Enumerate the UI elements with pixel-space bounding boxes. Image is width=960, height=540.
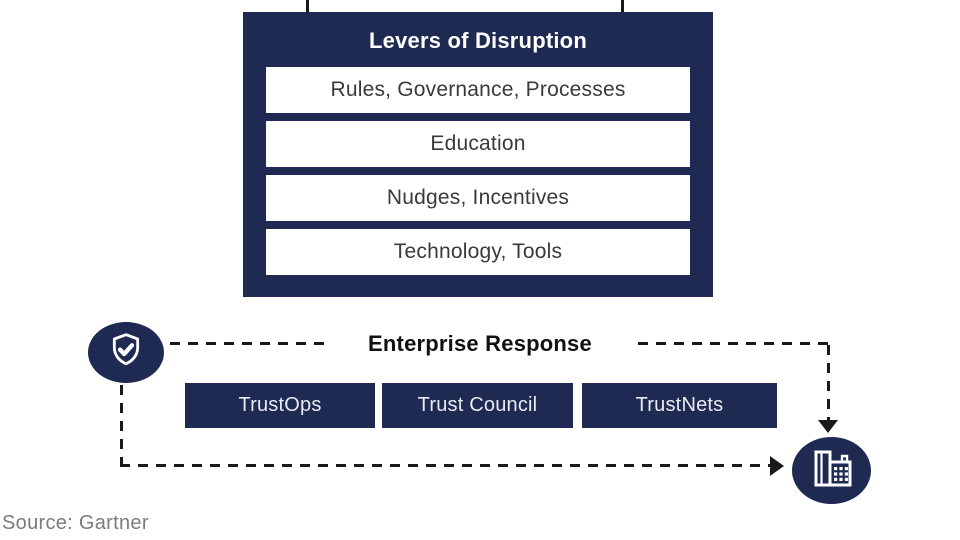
dashed-line-right-down <box>827 345 830 421</box>
office-buildings-icon <box>807 445 857 496</box>
trustops-box: TrustOps <box>185 383 375 428</box>
dashed-line-shield-down <box>120 385 123 467</box>
arrowhead-down-icon <box>818 420 838 433</box>
levers-of-disruption-box: Levers of Disruption Rules, Governance, … <box>243 12 713 297</box>
source-attribution: Source: Gartner <box>2 512 149 534</box>
dashed-line-bottom <box>120 464 770 467</box>
enterprise-response-label: Enterprise Response <box>368 331 592 356</box>
dashed-line-enterprise-left <box>170 342 330 345</box>
trust-council-box: Trust Council <box>382 383 573 428</box>
trust-shield-badge <box>88 322 164 383</box>
arrowhead-right-icon <box>770 456 784 476</box>
shield-check-icon <box>106 330 146 375</box>
enterprise-building-badge <box>792 437 871 504</box>
lever-row-education: Education <box>266 121 690 167</box>
dashed-line-enterprise-right <box>638 342 830 345</box>
top-connector-line-left <box>306 0 309 14</box>
lever-row-technology: Technology, Tools <box>266 229 690 275</box>
top-connector-line-right <box>621 0 624 14</box>
lever-row-nudges: Nudges, Incentives <box>266 175 690 221</box>
levers-title: Levers of Disruption <box>369 28 587 53</box>
trustnets-box: TrustNets <box>582 383 777 428</box>
lever-row-rules: Rules, Governance, Processes <box>266 67 690 113</box>
